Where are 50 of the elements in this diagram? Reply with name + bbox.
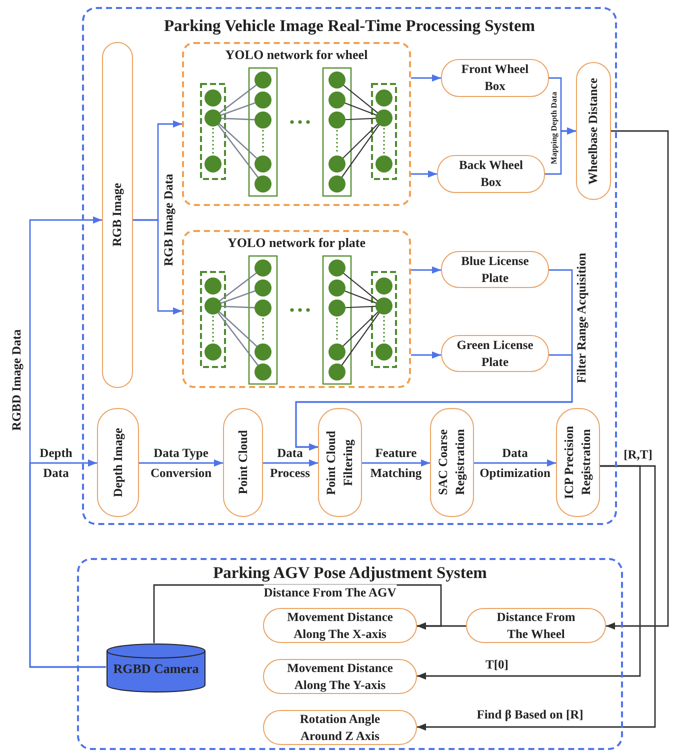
process-box: Blue License Plate [441,251,549,288]
arrow [417,465,641,680]
arrow [29,459,106,668]
process-box: RGB Image [102,42,133,388]
arrow [411,266,441,274]
arrow [362,459,430,467]
panel-title: YOLO network for plate [226,235,367,251]
arrow [474,459,556,467]
process-box: Distance From The Wheel [466,608,606,643]
arrow [139,459,223,467]
edge-label: Data Process [268,445,312,482]
arrow [295,354,573,451]
process-box: Back Wheel Box [437,155,545,193]
edge-label: Find β Based on [R] [476,706,584,724]
process-box: Green License Plate [441,335,549,372]
process-box: Point Cloud Filtering [318,408,362,517]
process-box: Point Cloud [223,408,263,517]
edge-label: Mapping Depth Data [550,92,560,164]
signal-label: [R,T] [624,446,652,464]
process-box: Wheelbase Distance [576,62,611,200]
edge-label: Data Type Conversion [149,445,213,482]
edge-label: T[0] [486,656,508,674]
edge-label: Feature Matching [369,445,423,482]
network-panel [182,42,411,206]
process-box: Movement Distance Along The Y-axis [263,659,417,694]
edge-label: Data Optimization [478,445,552,482]
edge-label: RGBD Image Data [8,329,25,431]
arrow [411,74,441,82]
arrow [411,351,441,359]
panel-title: Parking Vehicle Image Real-Time Processing System [162,16,536,36]
process-box: Front Wheel Box [441,59,549,97]
edge-label: Filter Range Acquisition [574,252,590,384]
process-box: SAC Coarse Registration [430,408,474,517]
panel-title: Parking AGV Pose Adjustment System [212,563,488,583]
camera-cylinder: RGBD Camera [106,643,206,693]
process-box: ICP Precision Registration [556,408,600,517]
process-box: Movement Distance Along The X-axis [263,608,417,643]
arrow [545,127,576,175]
process-box: Rotation Angle Around Z Axis [263,710,417,745]
panel-title: YOLO network for wheel [224,47,369,63]
arrow [417,465,656,731]
process-box: Depth Image [97,408,139,517]
arrow [606,130,669,630]
arrow [263,459,318,467]
edge-label: RGB Image Data [160,174,177,266]
arrow [133,219,182,315]
network-panel [182,230,411,388]
system-panel [82,7,617,525]
edge-label: Depth Data [38,445,74,482]
arrow [411,170,437,178]
